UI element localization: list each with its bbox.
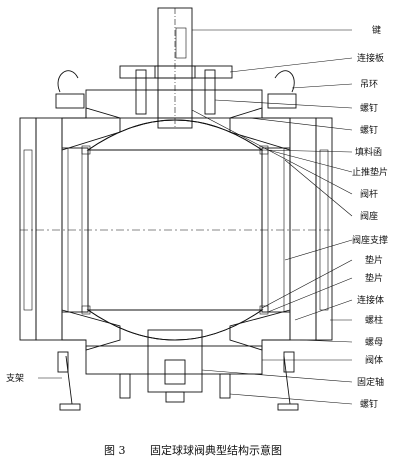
label-fixed-shaft: 固定轴 [357,376,384,388]
caption-title: 固定球球阀典型结构示意图 [150,443,282,457]
lower-trunnion [85,329,263,393]
flange-bolts [19,117,333,341]
label-connecting-plate: 连接板 [357,52,384,64]
lifting-rings [55,70,297,109]
label-body: 阀体 [365,354,383,366]
figure-caption: 图 3 固定球球阀典型结构示意图 [104,443,282,457]
label-gasket-1: 垫片 [365,254,383,266]
valve-body-part [35,107,317,351]
label-thrust-washer: 止推垫片 [352,166,388,178]
label-seat: 阀座 [360,210,378,222]
label-seat-support: 阀座支撑 [352,234,388,246]
label-bolt-3: 螺钉 [360,399,378,410]
caption-figure-number: 图 3 [104,444,126,457]
label-stem: 阀杆 [360,188,378,200]
label-packing-box: 填料函 [355,146,382,158]
label-bracket: 支架 [6,372,24,384]
upper-housing [85,69,263,119]
label-key: 键 [372,24,381,36]
label-nut: 螺母 [365,337,383,348]
bracket-legs [57,351,299,411]
valve-cross-section [19,7,333,411]
stem-shaft [157,7,193,129]
label-bolt-2: 螺钉 [360,125,378,136]
label-bolt-1: 螺钉 [360,103,378,114]
label-stud: 螺柱 [365,314,383,326]
label-lifting-ring: 吊环 [360,79,378,90]
part-labels: 键 连接板 吊环 螺钉 螺钉 填料函 止推垫片 阀杆 阀座 阀座支撑 垫片 垫片… [6,24,388,410]
leader-lines [38,29,353,405]
label-gasket-2: 垫片 [365,272,383,284]
label-connector: 连接体 [357,294,384,306]
